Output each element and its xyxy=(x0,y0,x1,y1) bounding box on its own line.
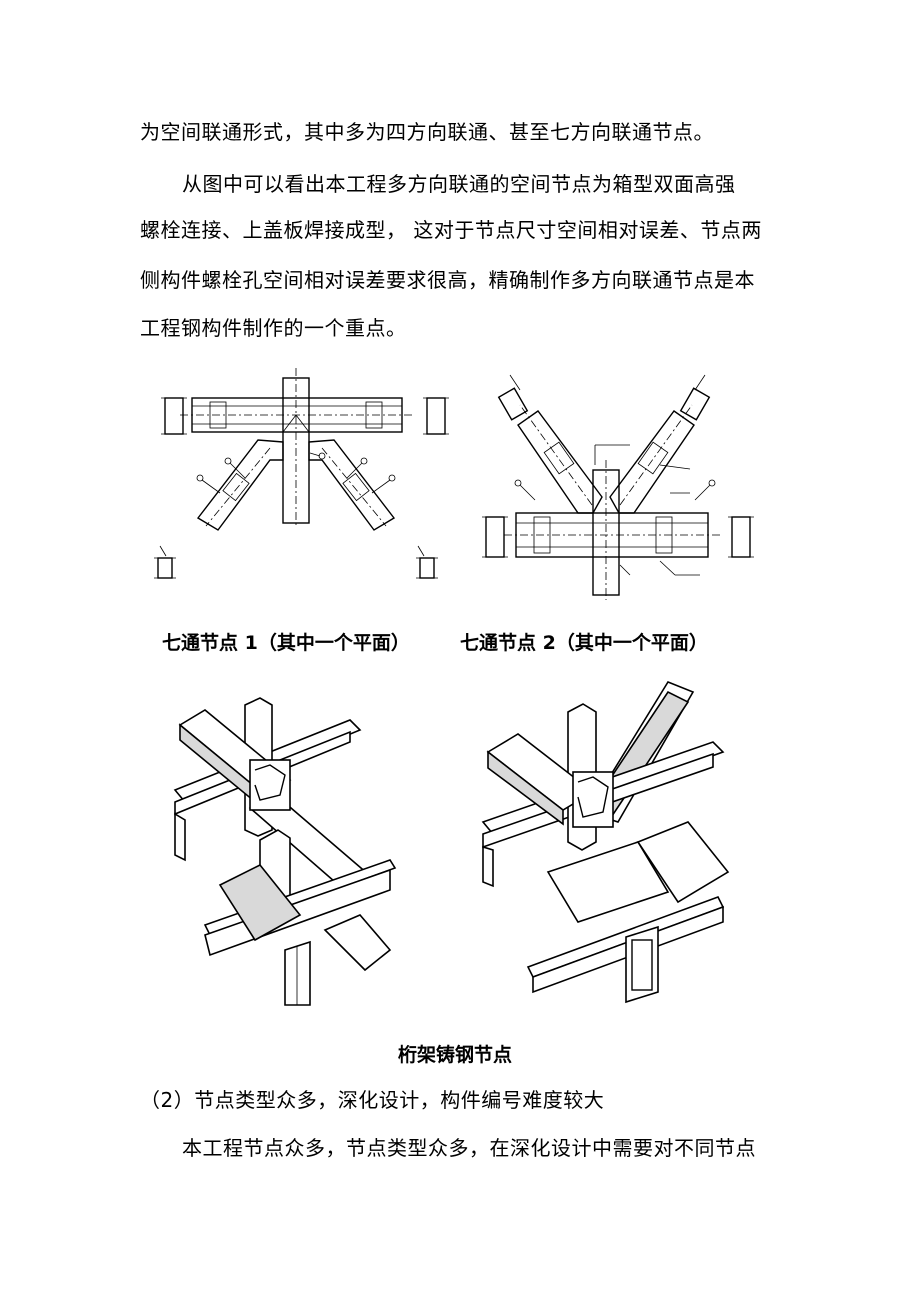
paragraph-line: 侧构件螺栓孔空间相对误差要求很高，精确制作多方向联通节点是本 xyxy=(140,268,755,292)
paragraph-line: 螺栓连接、上盖板焊接成型， 这对于节点尺寸空间相对误差、节点两 xyxy=(140,218,762,242)
paragraph-line: 本工程节点众多，节点类型众多，在深化设计中需要对不同节点 xyxy=(182,1136,756,1160)
paragraph-line: 为空间联通形式，其中多为四方向联通、甚至七方向联通节点。 xyxy=(140,120,714,144)
cast-node-isometric-1 xyxy=(173,697,397,1006)
section-heading: （2）节点类型众多，深化设计，构件编号难度较大 xyxy=(140,1088,605,1112)
caption-node1: 七通节点 1（其中一个平面） xyxy=(162,632,410,654)
paragraph-line: 工程钢构件制作的一个重点。 xyxy=(140,316,407,340)
node1-drawing xyxy=(154,368,449,579)
paragraph-line: 从图中可以看出本工程多方向联通的空间节点为箱型双面高强 xyxy=(182,172,736,196)
cast-node-isometric-2 xyxy=(481,681,730,1004)
caption-node2: 七通节点 2（其中一个平面） xyxy=(460,632,708,654)
caption-cast-node: 桁架铸钢节点 xyxy=(398,1044,513,1066)
node2-drawing xyxy=(482,374,754,600)
